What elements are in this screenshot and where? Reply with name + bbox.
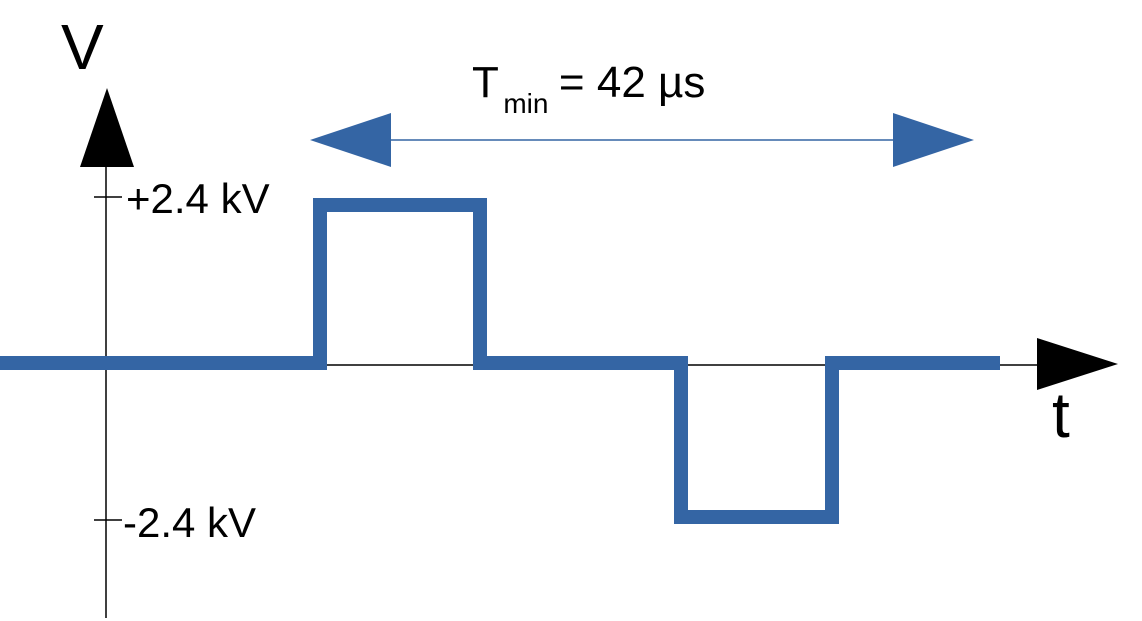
period-symbol: T <box>472 58 499 107</box>
period-arrow-right-icon <box>893 113 974 167</box>
period-value: = 42 µs <box>559 58 705 107</box>
x-axis-arrowhead <box>1037 338 1118 390</box>
y-axis-arrowhead <box>80 88 134 167</box>
low-level-label: -2.4 kV <box>123 499 256 546</box>
high-level-label: +2.4 kV <box>126 175 270 222</box>
period-arrow-left-icon <box>310 113 391 167</box>
y-axis-label: V <box>61 11 104 83</box>
waveform-trace <box>0 198 1000 524</box>
period-subscript: min <box>503 88 548 119</box>
x-axis-label: t <box>1052 379 1070 451</box>
period-label: T min = 42 µs <box>472 58 705 119</box>
